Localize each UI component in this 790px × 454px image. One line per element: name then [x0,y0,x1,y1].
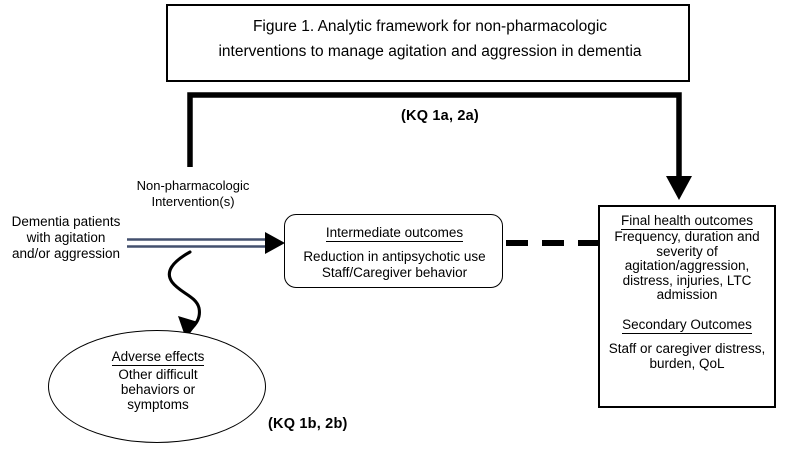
figure-title-box: Figure 1. Analytic framework for non-pha… [166,4,690,82]
secondary-outcomes-heading-text: Secondary Outcomes [622,317,752,334]
population-to-intermediate-arrow [127,232,285,254]
secondary-outcomes-body: Staff or caregiver distress, burden, QoL [608,341,766,371]
intermediate-outcomes-heading-text: Intermediate outcomes [325,225,464,242]
intervention-label: Non-pharmacologic Intervention(s) [136,178,250,209]
intermediate-outcomes-heading: Intermediate outcomes [285,225,504,242]
adverse-effects-ellipse: Adverse effects Other difficult behavior… [48,330,266,443]
kq-1b-2b-label: (KQ 1b, 2b) [268,416,348,432]
intervention-to-adverse-squiggle-arrow [167,250,201,339]
intermediate-outcomes-box: Intermediate outcomes Reduction in antip… [284,214,503,288]
adverse-effects-heading: Adverse effects [49,349,267,366]
intermediate-outcomes-body: Reduction in antipsychotic use Staff/Car… [303,249,486,280]
adverse-effects-body: Other difficult behaviors or symptoms [118,367,198,412]
final-health-outcomes-heading: Final health outcomes [600,213,774,230]
page-title: Figure 1. Analytic framework for non-pha… [218,18,642,60]
population-label: Dementia patients with agitation and/or … [11,214,121,261]
kq-1a-2a-label: (KQ 1a, 2a) [401,108,479,124]
final-health-outcomes-heading-text: Final health outcomes [620,213,754,230]
adverse-effects-heading-text: Adverse effects [111,349,205,366]
secondary-outcomes-heading: Secondary Outcomes [600,317,774,334]
final-health-outcomes-box: Final health outcomes Frequency, duratio… [598,205,776,408]
final-health-outcomes-body: Frequency, duration and severity of agit… [614,229,760,303]
